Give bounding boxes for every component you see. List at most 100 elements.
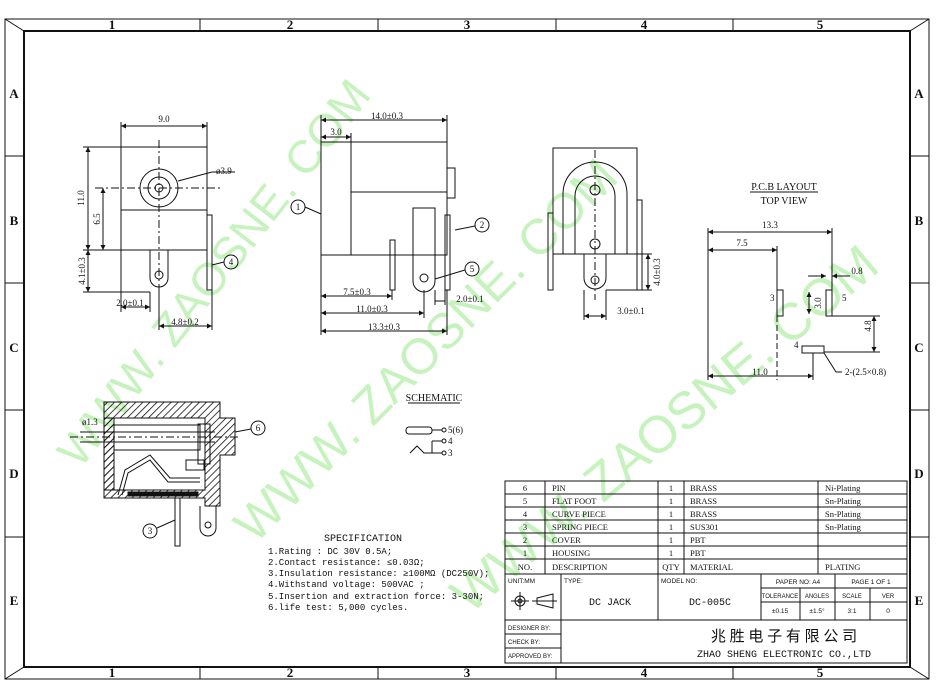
row-label-d-right: D xyxy=(914,466,923,481)
spec-line-6: 6.life test: 5,000 cycles. xyxy=(268,603,409,614)
designer-label: DESIGNER BY: xyxy=(508,626,551,632)
pcb-dim-vert: 4.8 xyxy=(863,320,873,332)
bom-row-3-desc: CURVE PIECE xyxy=(552,509,606,519)
ver-label: VER xyxy=(882,594,895,600)
dim-width: 9.0 xyxy=(158,114,170,124)
bom-row-5-material: PBT xyxy=(690,535,706,545)
model-value: DC-005C xyxy=(689,598,731,609)
paper-no: PAPER NO: A4 xyxy=(776,579,821,586)
spec-line-3: 3.Insulation resistance: ≥100MΩ (DC250V)… xyxy=(268,569,490,580)
col-label-2: 2 xyxy=(287,17,294,32)
spec-line-5: 5.Insertion and extraction force: 3-30N; xyxy=(268,591,485,602)
bom-header-material: MATERIAL xyxy=(690,562,733,572)
sheet-border xyxy=(4,18,930,680)
title-block xyxy=(504,573,908,664)
angles-label: ANGLES xyxy=(805,594,829,600)
bom-table xyxy=(504,480,908,575)
col-label-3: 3 xyxy=(464,17,471,32)
schematic xyxy=(405,402,460,456)
rear-view xyxy=(547,147,652,320)
row-label-a: A xyxy=(9,86,19,101)
callout-6: 6 xyxy=(256,423,261,433)
row-label-c: C xyxy=(9,340,18,355)
schematic-pin-a: 5(6) xyxy=(448,425,463,435)
bom-row-4-no: 3 xyxy=(523,522,527,532)
pcb-subtitle: TOP VIEW xyxy=(761,196,808,207)
col-label-4: 4 xyxy=(641,17,648,32)
pcb-pad-3: 3 xyxy=(770,293,775,303)
pcb-dim-slot-w: 0.8 xyxy=(851,266,863,276)
row-label-e-right: E xyxy=(915,593,924,608)
pcb-dim-bottom: 11.0 xyxy=(752,367,768,377)
bom-row-6-no: 1 xyxy=(523,548,527,558)
dim-total: 13.3±0.3 xyxy=(368,322,400,332)
bom-row-5-no: 2 xyxy=(523,535,527,545)
tolerance-label: TOLERANCE xyxy=(762,594,799,600)
callout-1: 1 xyxy=(296,202,301,212)
page-no: PAGE 1 OF 1 xyxy=(851,579,891,586)
specification-title: SPECIFICATION xyxy=(323,534,402,546)
bom-header-no: NO. xyxy=(518,562,532,572)
bom-header-desc: DESCRIPTION xyxy=(552,562,607,572)
schematic-pin-b: 4 xyxy=(448,436,453,446)
bom-row-1-qty: 1 xyxy=(669,483,673,493)
dim-rear-height: 4.0±0.3 xyxy=(652,258,662,286)
bom-row-3-qty: 1 xyxy=(669,509,673,519)
tolerance-value: ±0.15 xyxy=(772,608,789,615)
col-label-2-bottom: 2 xyxy=(287,665,294,680)
callout-2: 2 xyxy=(480,220,485,230)
bom-row-1-plating: Ni-Plating xyxy=(825,483,861,493)
spec-line-1: 1.Rating : DC 30V 0.5A; xyxy=(268,546,393,557)
col-label-4-bottom: 4 xyxy=(641,665,648,680)
bom-row-1-no: 6 xyxy=(523,483,527,493)
ver-value: 0 xyxy=(886,608,890,615)
spec-line-2: 2.Contact resistance: ≤0.03Ω; xyxy=(268,557,425,568)
bom-row-4-qty: 1 xyxy=(669,522,673,532)
bom-row-5-desc: COVER xyxy=(552,535,581,545)
pcb-dim-total: 13.3 xyxy=(762,220,778,230)
col-label-1: 1 xyxy=(109,17,116,32)
pcb-dim-spacing: 3.0 xyxy=(813,297,823,309)
row-label-e: E xyxy=(10,593,19,608)
pcb-layout xyxy=(707,191,880,380)
schematic-pin-c: 3 xyxy=(448,448,453,458)
dim-pin-offset: 2.0±0.1 xyxy=(116,298,143,308)
dim-pin-w: 2.0±0.1 xyxy=(456,294,483,304)
model-label: MODEL NO: xyxy=(661,578,697,585)
pcb-title: P.C.B LAYOUT xyxy=(751,182,816,193)
row-label-b-right: B xyxy=(915,213,924,228)
bom-row-4-plating: Sn-Plating xyxy=(825,522,862,532)
bom-row-4-desc: SPRING PIECE xyxy=(552,522,608,532)
bom-row-6-desc: HOUSING xyxy=(552,548,590,558)
bom-row-6-material: PBT xyxy=(690,548,706,558)
pcb-pad-4: 4 xyxy=(794,340,799,350)
company-name-cn: 兆 胜 电 子 有 限 公 司 xyxy=(711,628,857,645)
rear-view-labels: 4.0±0.3 3.0±0.1 xyxy=(617,258,662,316)
dim-pin-a: 7.5±0.3 xyxy=(343,287,371,297)
bom-row-2-no: 5 xyxy=(523,496,527,506)
dim-height: 11.0 xyxy=(76,190,86,206)
section-view xyxy=(70,401,266,547)
dim-pin-b: 11.0±0.3 xyxy=(356,304,388,314)
dim-length: 14.0±0.3 xyxy=(371,111,403,121)
bom-header-plating: PLATING xyxy=(825,562,860,572)
pcb-slot-note: 2-(2.5×0.8) xyxy=(845,367,886,377)
bom-row-3-material: BRASS xyxy=(690,509,717,519)
bom-row-4-material: SUS301 xyxy=(690,522,718,532)
dim-pin-diameter: ø1.3 xyxy=(82,417,98,427)
schematic-labels: SCHEMATIC 5(6) 4 3 xyxy=(406,393,463,458)
row-label-a-right: A xyxy=(914,86,924,101)
side-view-labels: 14.0±0.3 3.0 7.5±0.3 11.0±0.3 13.3±0.3 2… xyxy=(296,111,485,332)
angles-value: ±1.5° xyxy=(809,607,825,615)
bom-row-1-desc: PIN xyxy=(552,483,566,493)
scale-label: SCALE xyxy=(842,594,862,600)
dim-rear-width: 3.0±0.1 xyxy=(617,306,644,316)
col-label-3-bottom: 3 xyxy=(464,665,471,680)
bom-row-5-qty: 1 xyxy=(669,535,673,545)
pcb-dim-a: 7.5 xyxy=(736,238,748,248)
row-label-d: D xyxy=(9,466,18,481)
schematic-title: SCHEMATIC xyxy=(406,393,463,404)
bom-row-6-qty: 1 xyxy=(669,548,673,558)
